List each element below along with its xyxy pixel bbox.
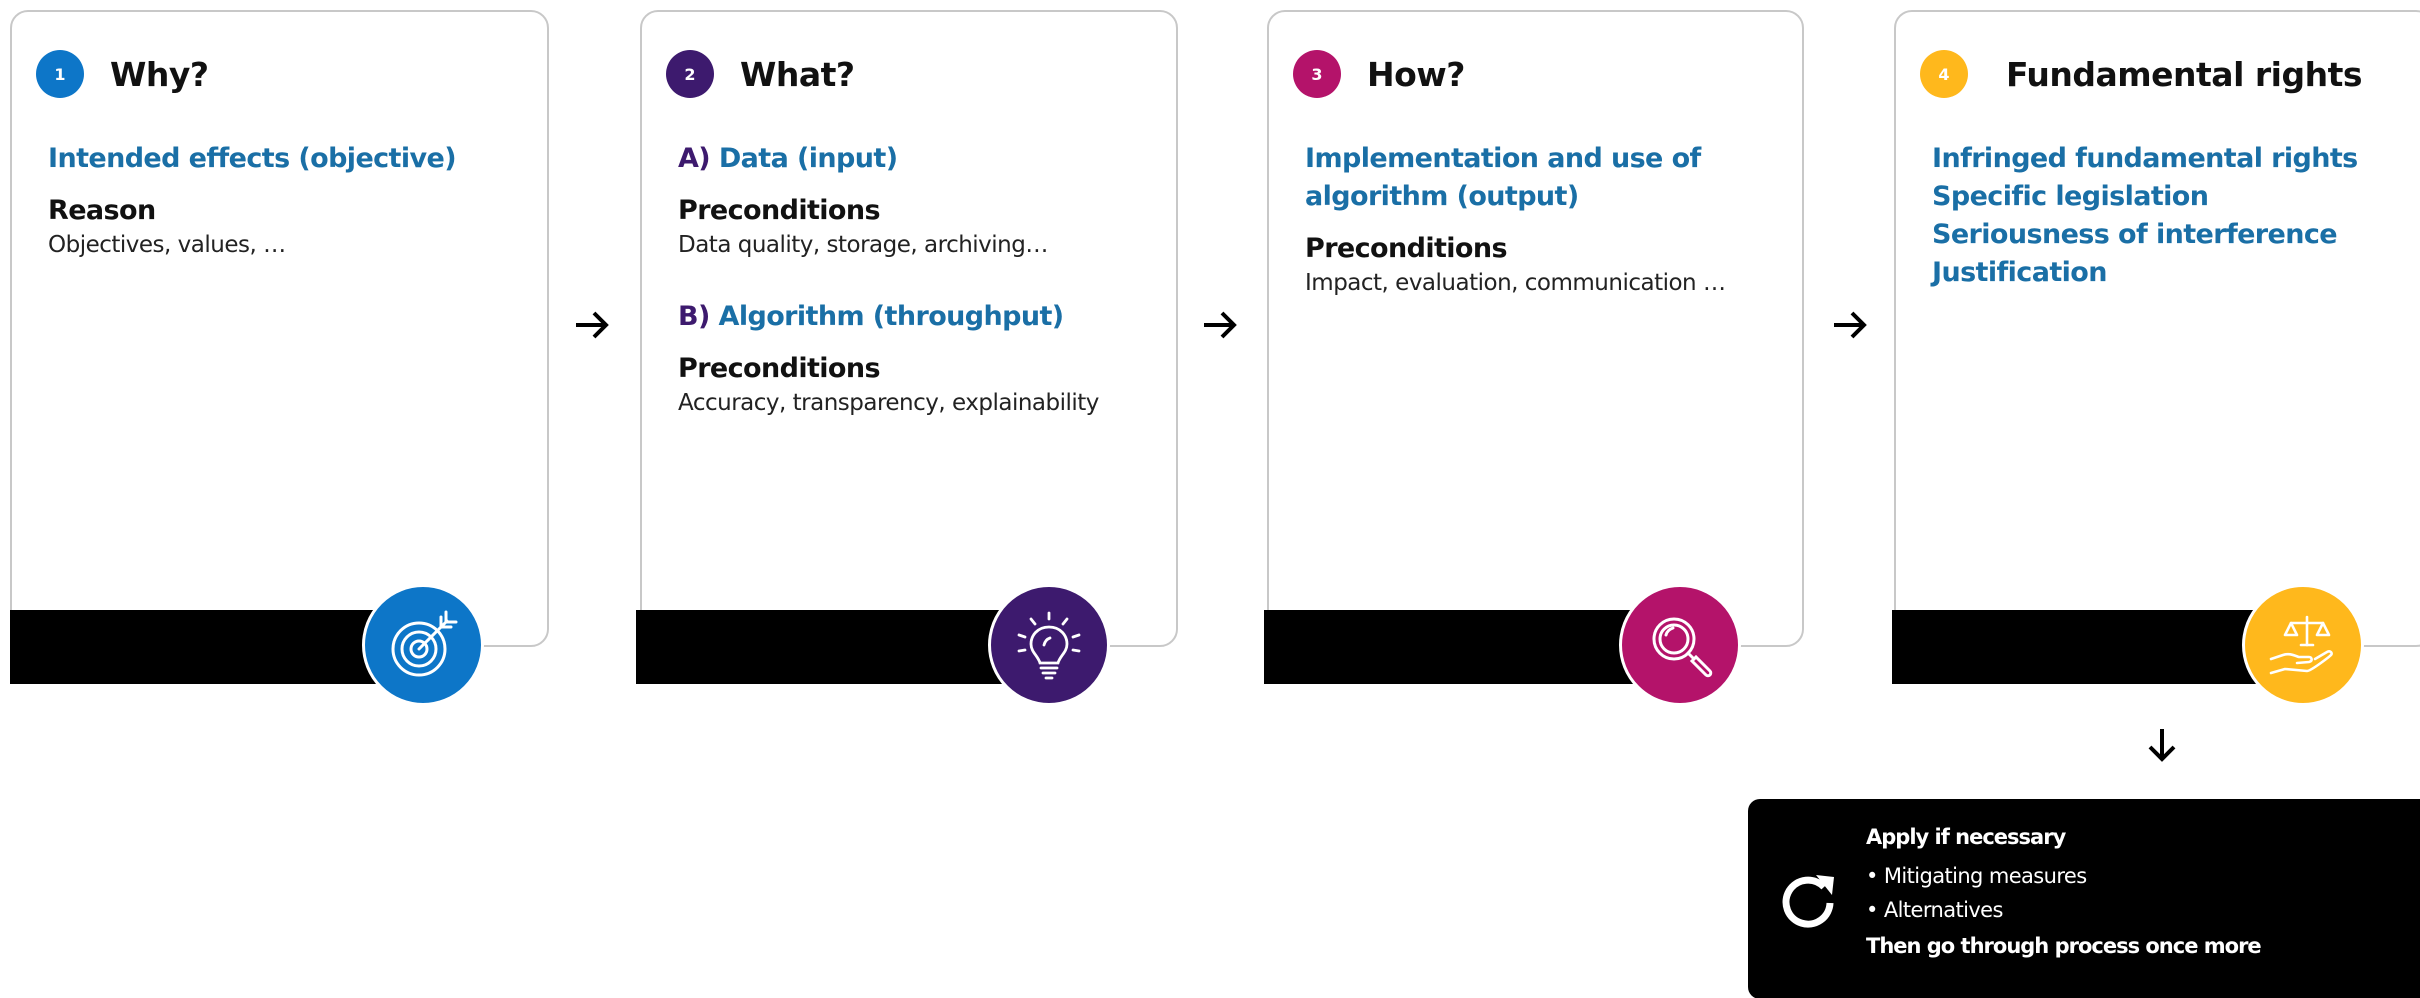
step-card-what: 2 What? A) Data (input) Preconditions Da… (640, 10, 1178, 647)
preconditions-text: Data quality, storage, archiving… (678, 232, 1048, 258)
step-header: 2 What? (666, 50, 855, 98)
step-card-fundamental-rights: 4 Fundamental rights Infringed fundament… (1894, 10, 2420, 647)
arrow-down-icon (2148, 729, 2176, 762)
preconditions-label: Preconditions (1305, 233, 1508, 264)
mitigation-title: Apply if necessary (1866, 825, 2066, 849)
step-header: 4 Fundamental rights (1920, 50, 2363, 98)
step-header: 3 How? (1293, 50, 1465, 98)
mitigation-final: Then go through process once more (1866, 934, 2262, 958)
step-body: A) Data (input) Preconditions Data quali… (678, 140, 1156, 418)
mitigation-text: Apply if necessary • Mitigating measures… (1866, 823, 2262, 961)
preconditions-text: Accuracy, transparency, explainability (678, 390, 1099, 416)
section-prefix: B) (678, 301, 710, 332)
preconditions-label: Preconditions (678, 353, 881, 384)
rights-item: Justification (1932, 257, 2107, 288)
arrow-right-icon (1204, 311, 1237, 339)
step-title: Fundamental rights (2006, 54, 2363, 94)
step-body: Intended effects (objective) Reason Obje… (48, 140, 527, 260)
step-header: 1 Why? (36, 50, 209, 98)
lightbulb-icon (988, 584, 1110, 706)
footer-bar (1264, 610, 1674, 684)
step-title: What? (740, 54, 855, 94)
footer-bar (636, 610, 1046, 684)
output-heading-line2: algorithm (output) (1305, 181, 1579, 212)
step-body: Implementation and use of algorithm (out… (1305, 140, 1782, 298)
reason-label: Reason (48, 195, 156, 226)
refresh-icon (1782, 875, 1834, 928)
output-heading-line1: Implementation and use of (1305, 143, 1701, 174)
step-card-why: 1 Why? Intended effects (objective) Reas… (10, 10, 549, 647)
target-icon (362, 584, 484, 706)
arrow-right-icon (1834, 311, 1867, 339)
magnifier-icon (1619, 584, 1741, 706)
arrow-right-icon (576, 311, 609, 339)
rights-item: Infringed fundamental rights (1932, 143, 2358, 174)
section-title: Algorithm (throughput) (718, 301, 1065, 332)
step-number-badge: 4 (1920, 50, 1968, 98)
preconditions-label: Preconditions (678, 195, 881, 226)
step-card-how: 3 How? Implementation and use of algorit… (1267, 10, 1804, 647)
step-title: How? (1367, 54, 1465, 94)
preconditions-text: Impact, evaluation, communication … (1305, 270, 1726, 296)
objective-heading: Intended effects (objective) (48, 143, 457, 174)
mitigation-box: Apply if necessary • Mitigating measures… (1748, 799, 2420, 998)
section-prefix: A) (678, 143, 711, 174)
mitigation-bullet: • Alternatives (1866, 898, 2003, 922)
step-number-badge: 3 (1293, 50, 1341, 98)
rights-item: Specific legislation (1932, 181, 2209, 212)
scales-hand-icon (2242, 584, 2364, 706)
footer-bar (1892, 610, 2302, 684)
step-body: Infringed fundamental rights Specific le… (1932, 140, 2412, 292)
data-input-heading: A) Data (input) (678, 140, 1156, 178)
section-title: Data (input) (718, 143, 898, 174)
mitigation-bullet: • Mitigating measures (1866, 864, 2087, 888)
footer-bar (10, 610, 420, 684)
step-number-badge: 1 (36, 50, 84, 98)
reason-text: Objectives, values, … (48, 232, 286, 258)
algorithm-heading: B) Algorithm (throughput) (678, 298, 1156, 336)
rights-item: Seriousness of interference (1932, 219, 2338, 250)
step-title: Why? (110, 54, 209, 94)
step-number-badge: 2 (666, 50, 714, 98)
